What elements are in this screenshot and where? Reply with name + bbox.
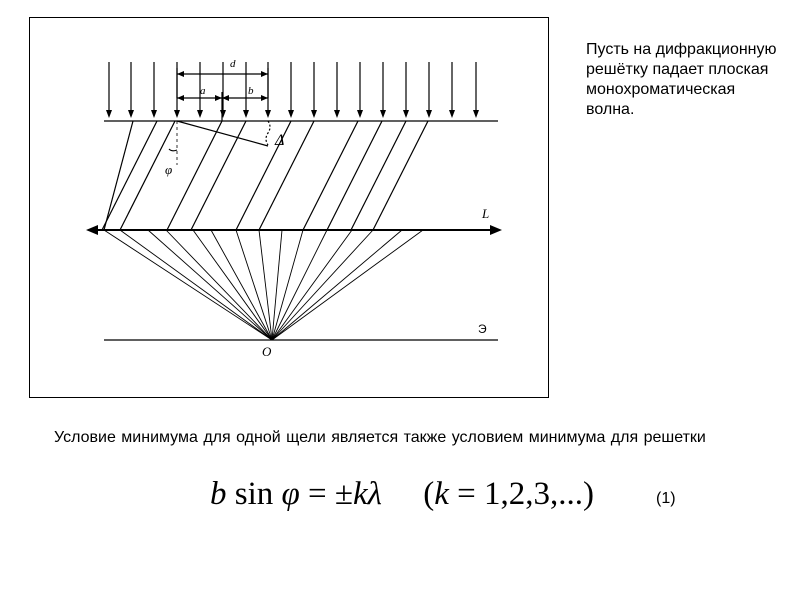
diffracted-ray — [350, 120, 407, 231]
incident-ray-arrowhead — [334, 110, 340, 118]
converging-ray — [271, 229, 374, 341]
label-b: b — [248, 85, 254, 97]
formula-open: ( — [423, 476, 435, 512]
diffracted-ray — [372, 120, 429, 231]
diffracted-ray — [103, 120, 134, 231]
incident-ray-arrowhead — [380, 110, 386, 118]
converging-ray — [119, 229, 273, 341]
formula-b: b — [210, 476, 227, 512]
incident-ray-arrowhead — [197, 110, 203, 118]
condition-text: Условие минимума для одной щели является… — [54, 429, 706, 446]
diffracted-ray — [101, 120, 158, 231]
diffracted-ray — [119, 120, 176, 231]
formula-rest: = 1,2,3,...) — [448, 476, 594, 512]
incident-ray-arrowhead — [220, 110, 226, 118]
converging-ray — [192, 229, 273, 341]
delta-segment — [265, 120, 271, 146]
label-focus: O — [262, 344, 272, 359]
diffracted-ray — [190, 120, 247, 231]
label-delta: Δ — [274, 132, 284, 149]
diffracted-ray — [326, 120, 383, 231]
diagram-lines — [86, 62, 502, 341]
formula-sin: sin — [226, 476, 282, 512]
converging-ray — [271, 229, 283, 341]
label-d: d — [230, 58, 236, 70]
converging-ray — [271, 229, 328, 341]
dimension-arrowhead — [177, 71, 184, 77]
label-screen: Э — [478, 322, 487, 336]
converging-ray — [271, 229, 304, 341]
converging-ray — [235, 229, 273, 341]
label-phi: φ — [165, 162, 172, 177]
converging-ray — [103, 229, 273, 341]
angle-phi-arc — [168, 148, 178, 152]
lens-arrow-right — [490, 225, 502, 235]
formula-lambda: λ — [367, 476, 382, 512]
incident-ray-arrowhead — [357, 110, 363, 118]
diffracted-ray — [302, 120, 359, 231]
dimension-arrowhead — [177, 95, 184, 101]
dimension-arrowhead — [261, 95, 268, 101]
incident-ray-arrowhead — [403, 110, 409, 118]
converging-ray — [258, 229, 273, 341]
formula-phi: φ — [281, 476, 300, 512]
incident-ray-arrowhead — [288, 110, 294, 118]
incident-ray-arrowhead — [265, 110, 271, 118]
minimum-formula: b sin φ = ±kλ (k = 1,2,3,...) — [210, 476, 630, 526]
incident-ray-arrowhead — [106, 110, 112, 118]
formula-gap — [382, 476, 423, 512]
incident-ray-arrowhead — [128, 110, 134, 118]
label-lens: L — [481, 206, 489, 221]
converging-ray — [210, 229, 273, 341]
diffracted-ray — [258, 120, 315, 231]
converging-ray — [271, 229, 424, 341]
dimension-arrowhead — [215, 95, 222, 101]
incident-ray-arrowhead — [426, 110, 432, 118]
path-difference-line — [176, 120, 269, 147]
diffracted-ray — [235, 120, 292, 231]
figure-frame — [29, 17, 549, 398]
dimension-arrowhead — [261, 71, 268, 77]
converging-ray — [271, 229, 353, 341]
incident-ray-arrowhead — [473, 110, 479, 118]
incident-ray-arrowhead — [151, 110, 157, 118]
dimension-arrowhead — [222, 95, 229, 101]
label-a: a — [200, 85, 206, 97]
converging-ray — [147, 229, 273, 341]
incident-ray-arrowhead — [311, 110, 317, 118]
incident-ray-arrowhead — [174, 110, 180, 118]
formula-k: k — [353, 476, 368, 512]
diffracted-ray — [166, 120, 223, 231]
converging-ray — [271, 229, 403, 341]
intro-text: Пусть на дифракционную решётку падает пл… — [586, 41, 777, 118]
incident-ray-arrowhead — [449, 110, 455, 118]
equation-number: (1) — [656, 490, 676, 507]
formula-k2: k — [434, 476, 449, 512]
incident-ray-arrowhead — [243, 110, 249, 118]
converging-ray — [165, 229, 273, 341]
formula-eq: = ± — [299, 476, 354, 512]
lens-arrow-left — [86, 225, 98, 235]
